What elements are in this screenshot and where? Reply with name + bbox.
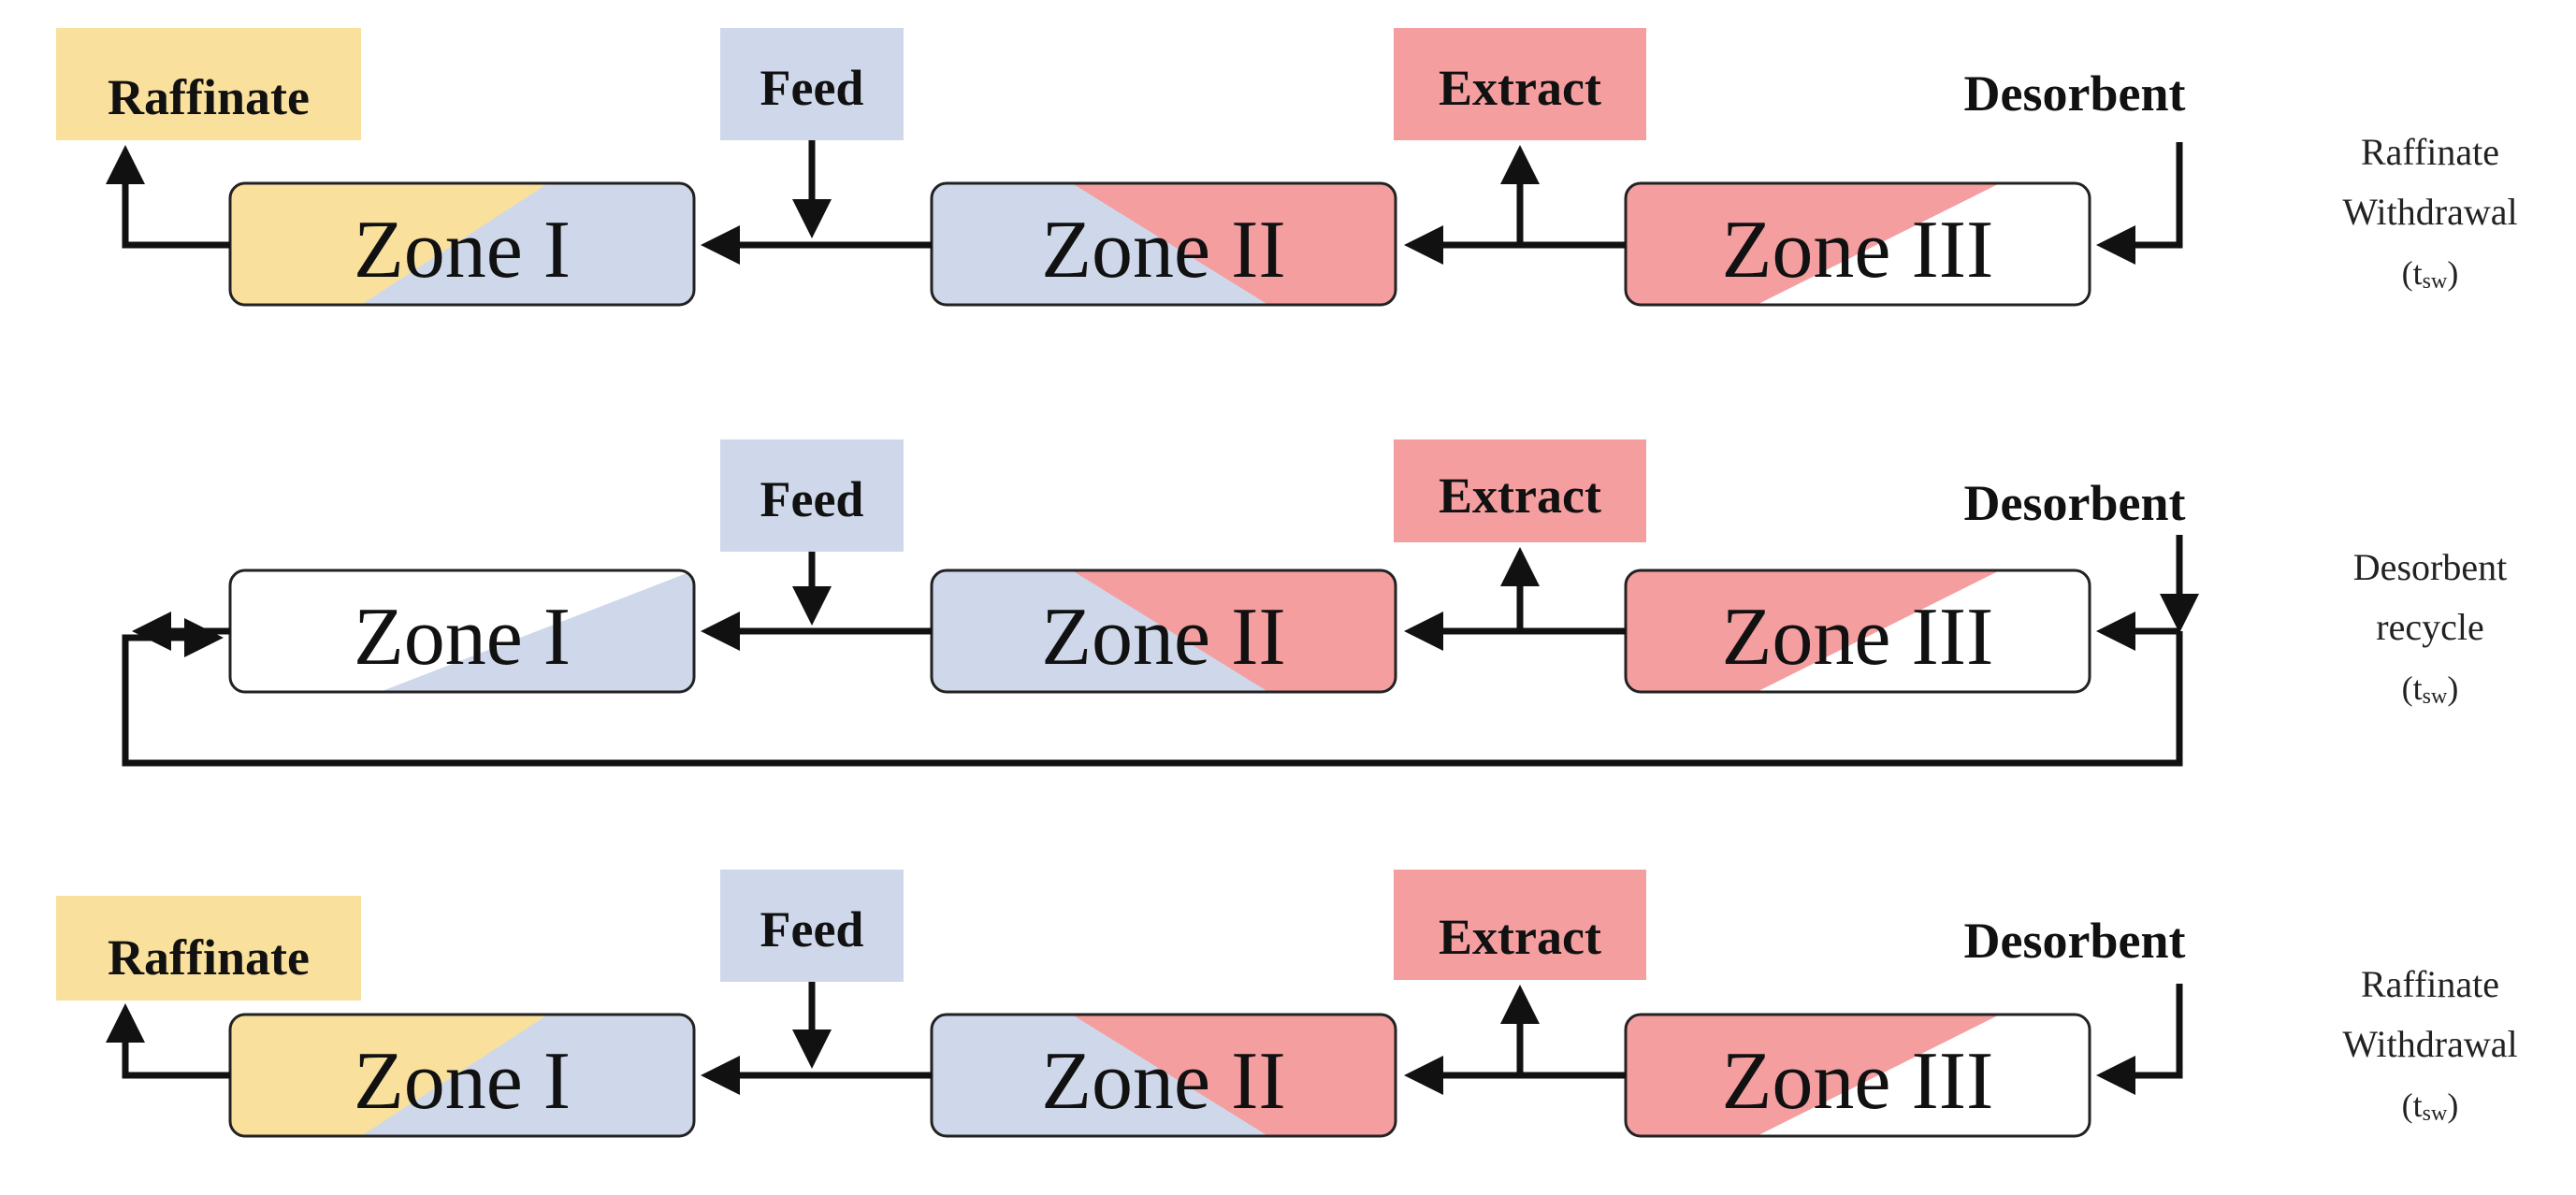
zone-1-label: Zone I — [354, 592, 571, 683]
row-3-raffinate-withdrawal: Raffinate Feed Extract Desorbent Zone I … — [56, 870, 2518, 1138]
flow-lines — [106, 140, 2183, 265]
mode-label-line-2: Withdrawal — [2342, 191, 2517, 233]
zone-1-box: Zone I — [228, 569, 696, 694]
switch-time-label: (tsw) — [2402, 1087, 2459, 1126]
desorbent-label: Desorbent — [1964, 65, 2186, 122]
zone-2-label: Zone II — [1041, 205, 1285, 295]
extract-label-bg — [1394, 28, 1646, 140]
zone-2-label: Zone II — [1041, 592, 1285, 683]
zone-3-box: Zone III — [1624, 1013, 2091, 1138]
raffinate-label-bg — [56, 28, 361, 140]
mode-label-line-1: Raffinate — [2361, 131, 2499, 173]
zone-2-box: Zone II — [930, 1013, 1397, 1138]
zone-1-box: Zone I — [228, 181, 696, 307]
zone-1-label: Zone I — [354, 205, 571, 295]
mode-label-line-1: Desorbent — [2353, 546, 2507, 588]
extract-label-bg — [1394, 870, 1646, 980]
feed-label: Feed — [760, 471, 864, 527]
feed-label: Feed — [760, 60, 864, 116]
flow-lines — [122, 535, 2199, 767]
row-2-desorbent-recycle: Feed Extract Desorbent Zone I Zone II — [122, 439, 2507, 767]
zone-2-box: Zone II — [930, 181, 1397, 307]
zone-3-box: Zone III — [1624, 569, 2091, 694]
row-1-raffinate-withdrawal: Raffinate Feed Extract Desorbent Zone I … — [56, 28, 2518, 307]
desorbent-label: Desorbent — [1964, 475, 2186, 531]
raffinate-label-bg — [56, 896, 361, 1001]
zone-2-label: Zone II — [1041, 1036, 1285, 1127]
desorbent-label: Desorbent — [1964, 913, 2186, 969]
zone-3-box: Zone III — [1624, 181, 2091, 307]
feed-label-bg — [720, 28, 904, 140]
zone-1-box: Zone I — [228, 1013, 696, 1138]
extract-label-bg — [1394, 439, 1646, 542]
mode-label-line-1: Raffinate — [2361, 963, 2499, 1005]
zone-1-label: Zone I — [354, 1036, 571, 1127]
raffinate-label: Raffinate — [108, 929, 310, 986]
extract-label: Extract — [1439, 60, 1601, 116]
feed-label: Feed — [760, 901, 864, 957]
zone-3-label: Zone III — [1722, 205, 1994, 295]
feed-label-bg — [720, 870, 904, 982]
switch-time-label: (tsw) — [2402, 254, 2459, 294]
feed-label-bg — [720, 439, 904, 552]
extract-label: Extract — [1439, 909, 1601, 965]
zone-3-label: Zone III — [1722, 592, 1994, 683]
mode-label-line-2: Withdrawal — [2342, 1023, 2517, 1065]
switch-time-label: (tsw) — [2402, 669, 2459, 709]
flow-lines — [106, 982, 2183, 1095]
zone-3-label: Zone III — [1722, 1036, 1994, 1127]
zone-2-box: Zone II — [930, 569, 1397, 694]
mode-label-line-2: recycle — [2376, 606, 2483, 648]
extract-label: Extract — [1439, 468, 1601, 524]
raffinate-label: Raffinate — [108, 69, 310, 125]
